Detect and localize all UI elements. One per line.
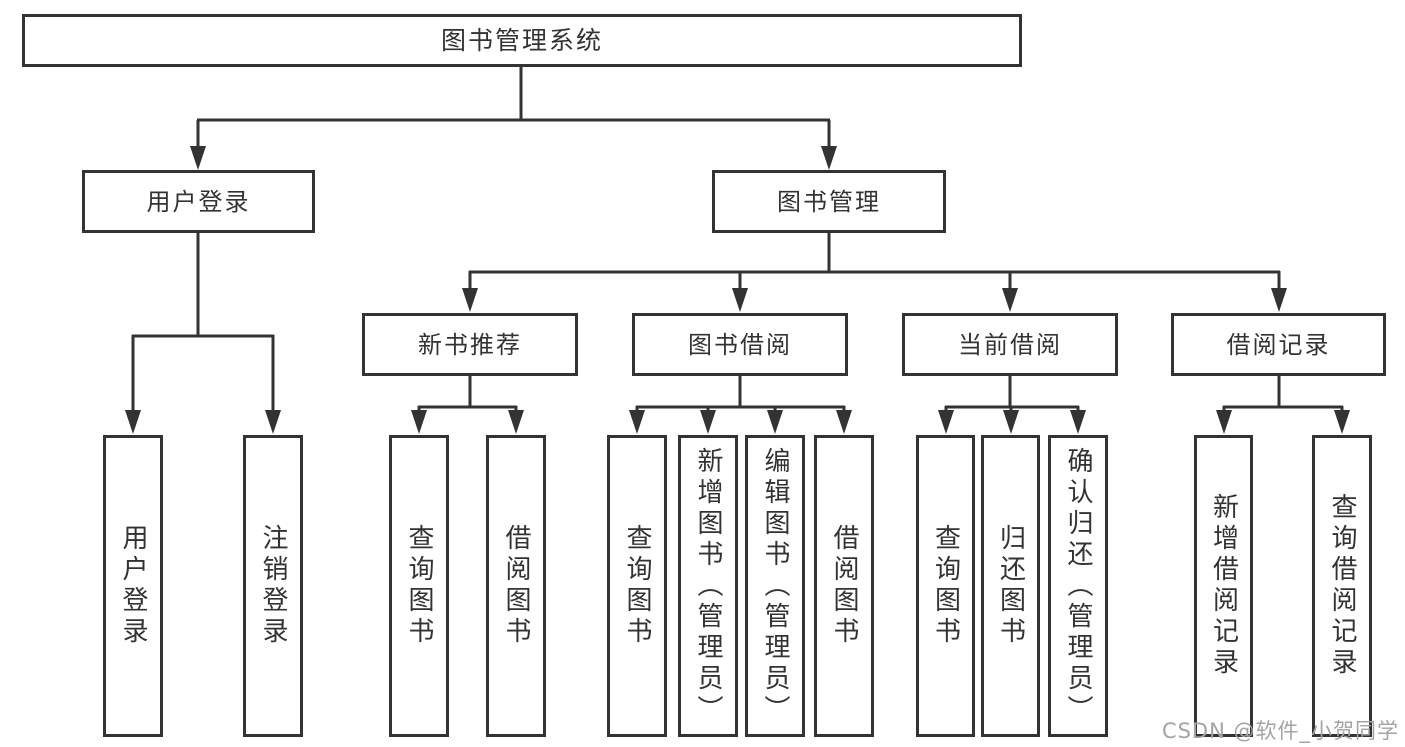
arrowhead-icon [411, 410, 427, 434]
arrowhead-icon [265, 410, 281, 434]
node-borrow-records: 借阅记录 [1171, 313, 1386, 376]
leaf-return-books: 归还图书 [981, 435, 1040, 737]
arrowhead-icon [821, 146, 837, 170]
arrowhead-icon [700, 410, 716, 434]
arrowhead-icon [1216, 410, 1232, 434]
arrowhead-icon [1334, 410, 1350, 434]
leaf-query-books-current: 查询图书 [916, 435, 975, 737]
leaf-borrow-books: 借阅图书 [814, 435, 874, 737]
node-book-management: 图书管理 [712, 170, 946, 233]
leaf-confirm-return-admin: 确认归还（管理员） [1048, 435, 1108, 737]
arrowhead-icon [1003, 410, 1019, 434]
arrowhead-icon [462, 288, 478, 312]
arrowhead-icon [1002, 288, 1018, 312]
leaf-add-book-admin: 新增图书（管理员） [678, 435, 738, 737]
arrowhead-icon [836, 410, 852, 434]
csdn-watermark: CSDN @软件_小贺同学 [1161, 719, 1399, 743]
node-user-login-branch: 用户登录 [82, 170, 315, 233]
leaf-query-books-recommend: 查询图书 [389, 435, 449, 737]
arrowhead-icon [1070, 410, 1086, 434]
leaf-query-borrow-record: 查询借阅记录 [1312, 435, 1372, 737]
node-root: 图书管理系统 [22, 14, 1022, 67]
arrowhead-icon [508, 410, 524, 434]
leaf-user-login: 用户登录 [103, 435, 163, 737]
arrowhead-icon [125, 410, 141, 434]
arrowhead-icon [767, 410, 783, 434]
arrowhead-icon [732, 288, 748, 312]
arrowhead-icon [629, 410, 645, 434]
arrowhead-icon [1271, 288, 1287, 312]
leaf-borrow-books-recommend: 借阅图书 [486, 435, 546, 737]
node-new-book-recommend: 新书推荐 [362, 313, 578, 376]
node-book-borrow: 图书借阅 [632, 313, 848, 376]
leaf-add-borrow-record: 新增借阅记录 [1194, 435, 1253, 737]
arrowhead-icons [125, 146, 1350, 434]
leaf-logout: 注销登录 [243, 435, 303, 737]
arrowhead-icon [190, 146, 206, 170]
arrowhead-icon [938, 410, 954, 434]
node-current-borrow: 当前借阅 [902, 313, 1118, 376]
leaf-edit-book-admin: 编辑图书（管理员） [745, 435, 805, 737]
leaf-query-books-borrow: 查询图书 [607, 435, 667, 737]
